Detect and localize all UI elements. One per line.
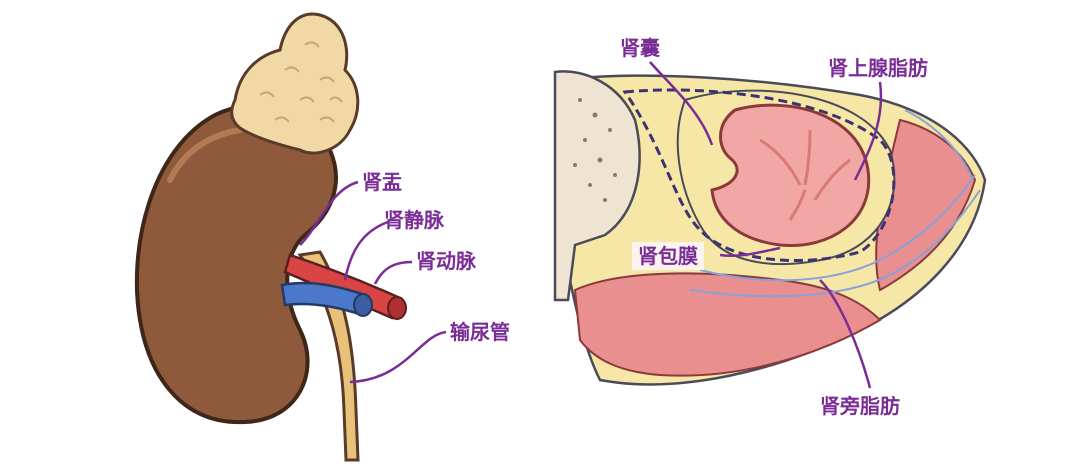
right-leader-lines: [649, 61, 883, 389]
renal-pyramids: [759, 129, 851, 221]
adrenal-gland: [230, 12, 360, 155]
leader-renal-artery: [373, 260, 413, 285]
kidney-highlight: [167, 127, 243, 183]
muscle-region: [573, 272, 882, 377]
renal-vein-end: [353, 293, 373, 317]
label-adrenal-fat: 肾上腺脂肪: [828, 56, 928, 80]
vertebra-bone: [553, 70, 641, 302]
left-leader-lines: [299, 180, 447, 384]
leader-renal-pelvis: [299, 180, 359, 246]
cross-section-illustration: [553, 70, 987, 386]
label-ureter: 输尿管: [450, 320, 510, 344]
label-renal-capsule: 肾囊: [620, 36, 660, 60]
leader-renal-vein: [343, 220, 389, 281]
renal-fascia-outline: [622, 88, 896, 263]
label-renal-fascia: 肾包膜: [632, 242, 704, 270]
label-renal-artery: 肾动脉: [416, 249, 476, 273]
bone-texture: [573, 98, 617, 202]
label-pararenal-fat: 肾旁脂肪: [820, 394, 900, 418]
leader-ureter: [349, 330, 447, 384]
leader-adrenal-fat: [853, 81, 883, 181]
renal-artery-end: [387, 296, 407, 320]
adrenal-texture: [259, 41, 343, 123]
leader-renal-fascia: [719, 246, 781, 257]
leader-renal-capsule: [649, 61, 714, 146]
kidney-section: [710, 103, 871, 248]
label-renal-vein: 肾静脉: [384, 208, 444, 232]
kidney-illustration: [134, 12, 407, 462]
leader-pararenal-fat: [819, 279, 872, 389]
label-renal-pelvis: 肾盂: [362, 170, 402, 194]
fascia-lines: [689, 109, 981, 298]
